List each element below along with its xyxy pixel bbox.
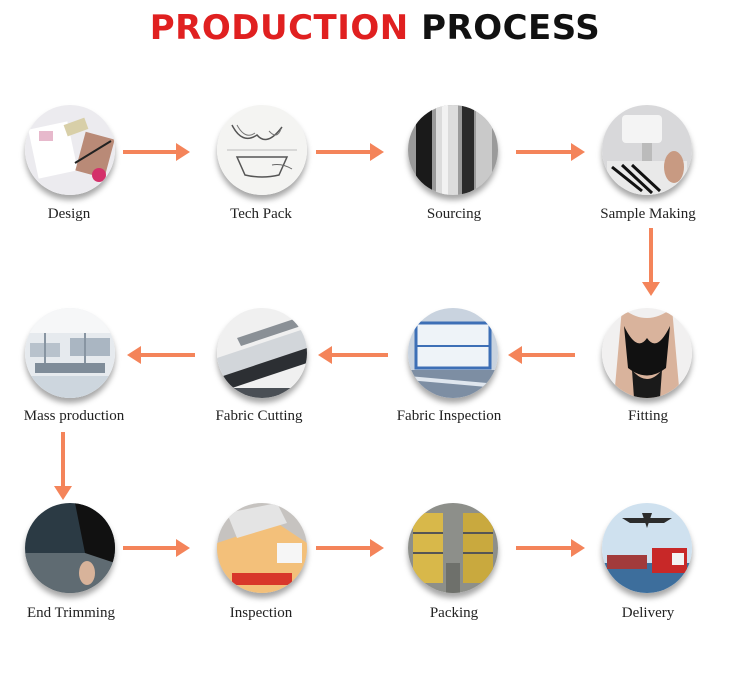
page-title: PRODUCTION PROCESS [0, 8, 750, 48]
flow-arrow-head [176, 143, 190, 161]
warehouse-shelves-icon [408, 503, 498, 593]
step-label: End Trimming [27, 605, 115, 621]
flow-arrow [642, 228, 660, 296]
step-label: Fabric Cutting [215, 408, 303, 424]
step-end-trimming-image [25, 503, 115, 593]
step-sample-making-image [602, 105, 692, 195]
flow-arrow-head [318, 346, 332, 364]
inspection-table-icon [217, 503, 307, 593]
flow-arrow [123, 143, 190, 161]
step-fitting-image [602, 308, 692, 398]
flow-arrow [316, 539, 384, 557]
flow-arrow-head [127, 346, 141, 364]
factory-floor-icon [25, 308, 115, 398]
step-fabric-inspection-image [408, 308, 498, 398]
design-sketch-icon [25, 105, 115, 195]
flow-arrow [508, 346, 575, 364]
step-label: Design [47, 206, 91, 222]
step-label: Inspection [229, 605, 293, 621]
step-fabric-cutting-image [217, 308, 307, 398]
lingerie-fitting-icon [602, 308, 692, 398]
flow-arrow-head [571, 143, 585, 161]
step-label: Packing [429, 605, 479, 621]
flow-arrow [127, 346, 195, 364]
title-word-process: PROCESS [421, 8, 601, 48]
flow-arrow [54, 432, 72, 500]
flow-arrow-head [370, 539, 384, 557]
trimming-hands-icon [25, 503, 115, 593]
flow-arrow [516, 539, 585, 557]
flow-arrow-head [642, 282, 660, 296]
fabric-inspection-machine-icon [408, 308, 498, 398]
step-label: Fitting [627, 408, 668, 424]
flow-arrow [318, 346, 388, 364]
flow-arrow-head [508, 346, 522, 364]
flow-arrow-head [54, 486, 72, 500]
step-label: Mass production [23, 408, 125, 424]
step-packing-image [408, 503, 498, 593]
step-sourcing-image [408, 105, 498, 195]
flow-arrow [516, 143, 585, 161]
step-label: Sample Making [600, 206, 696, 222]
flow-arrow [316, 143, 384, 161]
step-label: Tech Pack [230, 206, 292, 222]
step-delivery-image [602, 503, 692, 593]
cutting-machine-icon [217, 308, 307, 398]
step-label: Sourcing [426, 206, 482, 222]
plane-ship-truck-icon [602, 503, 692, 593]
step-design-image [25, 105, 115, 195]
step-label: Delivery [621, 605, 675, 621]
flow-arrow-head [176, 539, 190, 557]
step-tech-pack-image [217, 105, 307, 195]
title-word-production: PRODUCTION [149, 8, 409, 48]
step-inspection-image [217, 503, 307, 593]
flow-arrow-head [370, 143, 384, 161]
fabric-rolls-icon [408, 105, 498, 195]
step-label: Fabric Inspection [396, 408, 502, 424]
flow-arrow-head [571, 539, 585, 557]
flow-arrow [123, 539, 190, 557]
step-mass-production-image [25, 308, 115, 398]
sewing-machine-icon [602, 105, 692, 195]
tech-pack-drawing-icon [217, 105, 307, 195]
